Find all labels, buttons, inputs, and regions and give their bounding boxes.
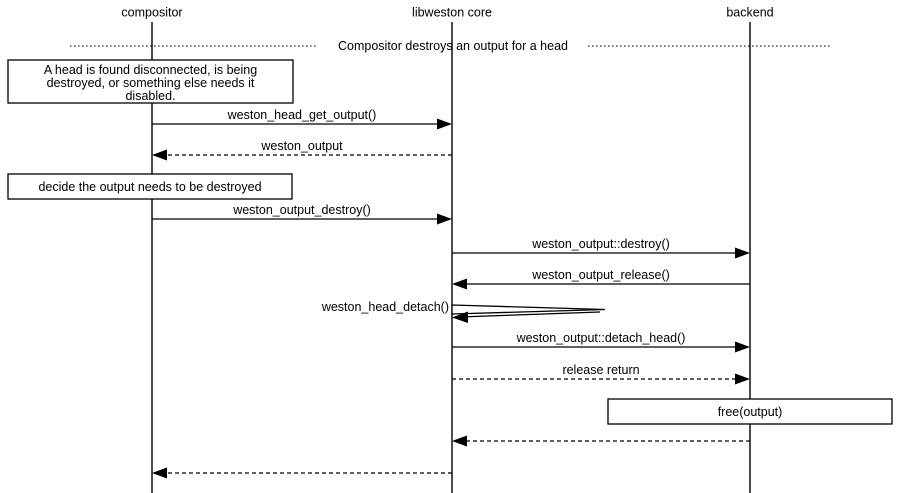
message-weston-head-detach-loop	[451, 304, 606, 315]
message-core-return-arrowhead	[152, 467, 167, 479]
note-head-disconnected: A head is found disconnected, is being d…	[7, 59, 294, 104]
message-weston-head-detach-arrowhead	[452, 311, 468, 323]
message-weston-output-destroy-vfunc-label: weston_output::destroy()	[531, 237, 670, 251]
message-weston-output-release-label: weston_output_release()	[531, 268, 670, 282]
message-core-return	[152, 467, 452, 479]
divider-compositor-destroys-output: Compositor destroys an output for a head	[70, 39, 830, 53]
message-release-return: release return	[452, 363, 750, 385]
message-weston-output-destroy-label: weston_output_destroy()	[232, 203, 371, 217]
note-decide-destroy-box	[7, 173, 293, 200]
message-backend-return	[452, 435, 750, 447]
participant-label-backend: backend	[726, 5, 773, 19]
message-weston-head-detach: weston_head_detach()	[321, 300, 606, 323]
participant-label-compositor: compositor	[121, 5, 182, 19]
note-decide-destroy: decide the output needs to be destroyed	[7, 173, 293, 200]
message-release-return-arrowhead	[735, 373, 750, 385]
message-weston-output-release-arrowhead	[452, 278, 467, 290]
participant-headers: compositor libweston core backend	[121, 5, 773, 19]
note-free-output-box	[607, 398, 893, 425]
message-backend-return-arrowhead	[452, 435, 467, 447]
message-weston-head-detach-label: weston_head_detach()	[321, 300, 449, 314]
note-free-output: free(output)	[607, 398, 893, 425]
message-weston-output-destroy-arrowhead	[437, 213, 452, 225]
message-weston-output-return-label: weston_output	[260, 139, 343, 153]
message-weston-output-return-arrowhead	[152, 149, 167, 161]
message-weston-head-get-output-label: weston_head_get_output()	[227, 108, 377, 122]
note-head-disconnected-line-1: A head is found disconnected, is being	[44, 63, 257, 77]
message-weston-output-detach-head-label: weston_output::detach_head()	[516, 331, 686, 345]
note-head-disconnected-line-3: disabled.	[125, 89, 175, 103]
divider-label: Compositor destroys an output for a head	[338, 39, 568, 53]
note-head-disconnected-box	[7, 59, 294, 104]
note-head-disconnected-line-2: destroyed, or something else needs it	[47, 76, 255, 90]
message-weston-output-destroy-vfunc-arrowhead	[735, 247, 750, 259]
message-weston-head-get-output-arrowhead	[437, 118, 452, 130]
message-weston-output-detach-head-arrowhead	[735, 341, 750, 353]
message-weston-output-destroy-vfunc: weston_output::destroy()	[452, 237, 750, 259]
message-weston-output-destroy: weston_output_destroy()	[152, 203, 452, 225]
participant-label-libweston-core: libweston core	[412, 5, 492, 19]
message-weston-output-detach-head: weston_output::detach_head()	[452, 331, 750, 353]
message-weston-output-release: weston_output_release()	[452, 268, 750, 290]
note-decide-destroy-line-1: decide the output needs to be destroyed	[38, 180, 261, 194]
message-release-return-label: release return	[562, 363, 639, 377]
note-free-output-line-1: free(output)	[718, 405, 783, 419]
message-weston-head-get-output: weston_head_get_output()	[152, 108, 452, 130]
message-weston-output-return: weston_output	[152, 139, 452, 161]
message-weston-head-detach-return-line	[459, 311, 601, 318]
